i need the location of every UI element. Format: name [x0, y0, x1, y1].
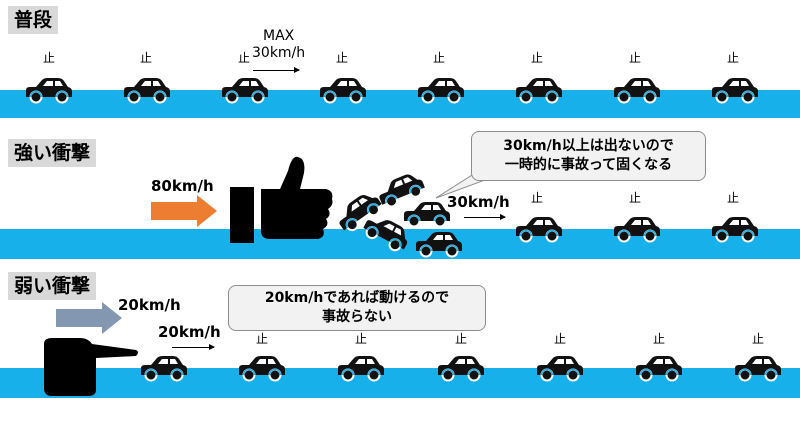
car-icon: [414, 76, 466, 104]
car-icon: [434, 354, 486, 382]
stop-sign: 止: [355, 332, 368, 346]
car-icon: [334, 354, 386, 382]
car-icon: [22, 76, 74, 104]
stop-sign: 止: [531, 51, 544, 65]
stop-sign: 止: [727, 51, 740, 65]
impact-speed-strong: 80km/h: [151, 177, 214, 195]
callout-strong-line2: 一時的に事故って固くなる: [504, 157, 673, 173]
car-icon: [512, 76, 564, 104]
callout-strong-line1: 30km/h以上は出ないので: [503, 138, 674, 154]
speed-arrow-normal: [253, 67, 300, 73]
section-label-weak: 弱い衝撃: [8, 272, 97, 300]
stop-sign: 止: [43, 51, 56, 65]
stop-sign: 止: [531, 191, 544, 205]
car-speed-arrow-weak: [172, 344, 215, 350]
stop-sign: 止: [336, 51, 349, 65]
section-label-normal: 普段: [8, 6, 59, 34]
stop-sign: 止: [238, 51, 251, 65]
car-icon: [610, 76, 662, 104]
stop-sign: 止: [653, 332, 666, 346]
car-speed-strong: 30km/h: [447, 193, 510, 211]
callout-strong: 30km/h以上は出ないので 一時的に事故って固くなる: [471, 131, 706, 181]
stop-sign: 止: [140, 51, 153, 65]
car-speed-arrow-strong: [464, 214, 506, 220]
stop-sign: 止: [433, 51, 446, 65]
car-icon: [120, 76, 172, 104]
impact-speed-weak: 20km/h: [118, 296, 181, 314]
car-icon: [218, 76, 270, 104]
car-icon: [235, 354, 287, 382]
pointing-hand-icon: [44, 338, 138, 396]
speed-label-normal: 30km/h: [252, 45, 306, 61]
car-icon: [512, 215, 564, 243]
impact-arrow-weak: [56, 302, 122, 334]
stop-sign: 止: [629, 191, 642, 205]
impact-arrow-strong: [151, 195, 217, 227]
stop-sign: 止: [752, 332, 765, 346]
car-icon: [708, 76, 760, 104]
stop-sign: 止: [727, 191, 740, 205]
callout-weak-line1: 20km/hであれば動けるので: [264, 290, 450, 306]
section-label-strong: 強い衝撃: [8, 139, 97, 167]
car-icon: [708, 215, 760, 243]
car-speed-weak: 20km/h: [158, 323, 221, 341]
stop-sign: 止: [256, 332, 269, 346]
car-icon: [316, 76, 368, 104]
callout-weak-line2: 事故らない: [322, 309, 392, 325]
max-label: MAX: [263, 28, 295, 44]
car-icon: [610, 215, 662, 243]
stop-sign: 止: [455, 332, 468, 346]
stop-sign: 止: [629, 51, 642, 65]
car-icon: [137, 354, 189, 382]
stop-sign: 止: [554, 332, 567, 346]
car-icon: [731, 354, 783, 382]
car-icon: [533, 354, 585, 382]
car-icon: [632, 354, 684, 382]
callout-weak: 20km/hであれば動けるので 事故らない: [228, 285, 486, 331]
thumbs-up-icon: [230, 156, 333, 243]
